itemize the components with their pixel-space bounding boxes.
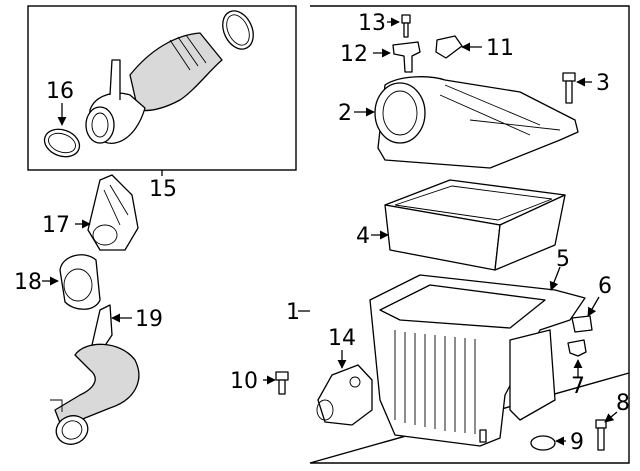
lower-duct-part [50, 304, 140, 445]
duct-adapter-part [59, 254, 101, 310]
resonator-part [87, 174, 139, 251]
callout-6: 6 [598, 274, 612, 299]
callout-3: 3 [596, 71, 610, 96]
callout-17: 17 [42, 213, 70, 238]
cover-bolt-part [562, 72, 576, 104]
callout-2: 2 [338, 101, 352, 126]
leader-lines [42, 17, 618, 446]
callout-8: 8 [616, 391, 630, 416]
hardware-parts [275, 315, 607, 451]
air-cleaner-cover-part [374, 76, 579, 169]
filter-element-part [384, 179, 566, 271]
callout-12: 12 [340, 42, 368, 67]
callout-15: 15 [149, 177, 177, 202]
callout-labels: 13 12 11 3 2 4 5 6 1 14 7 10 8 9 16 15 1… [14, 11, 630, 455]
callout-4: 4 [356, 224, 370, 249]
callout-19: 19 [135, 307, 163, 332]
callout-9: 9 [570, 430, 584, 455]
inlet-duct-drawing [43, 10, 254, 158]
lower-housing-part [369, 274, 586, 447]
mass-airflow-part [316, 364, 373, 426]
callout-11: 11 [486, 36, 514, 61]
callout-13: 13 [358, 11, 386, 36]
callout-10: 10 [230, 369, 258, 394]
sensor-parts [392, 14, 463, 73]
callout-16: 16 [46, 79, 74, 104]
callout-5: 5 [556, 247, 570, 272]
callout-18: 18 [14, 270, 42, 295]
callout-1: 1 [286, 300, 300, 325]
callout-7: 7 [571, 374, 585, 399]
callout-14: 14 [328, 326, 356, 351]
